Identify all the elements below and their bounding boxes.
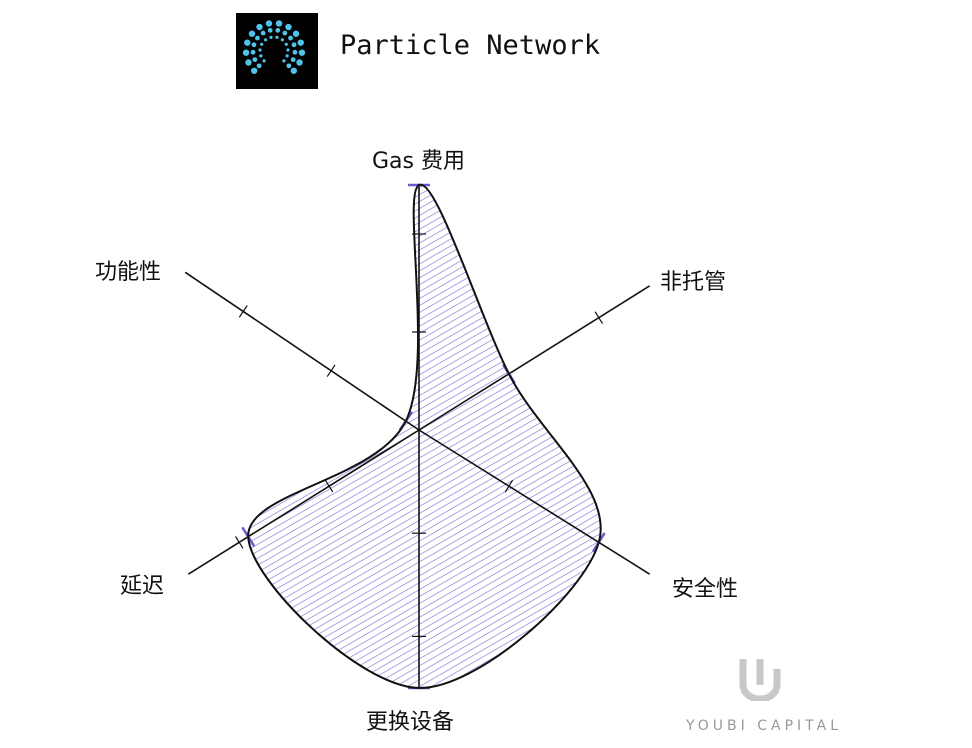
radar-area-hatch xyxy=(248,184,601,689)
axis-line-5 xyxy=(184,271,420,431)
youbi-logo-icon xyxy=(739,659,781,701)
axis-line-4 xyxy=(187,429,420,575)
axis-tick xyxy=(326,364,336,377)
axis-line-1 xyxy=(418,285,651,431)
axis-tick xyxy=(594,311,604,324)
brand-title: Particle Network xyxy=(340,30,601,61)
axis-tick xyxy=(238,305,248,318)
watermark-text: YOUBI CAPITAL xyxy=(686,718,843,734)
axis-label-0: Gas 费用 xyxy=(372,149,465,174)
axis-line-2 xyxy=(418,429,651,575)
axis-label-2: 安全性 xyxy=(672,577,739,602)
particle-network-logo xyxy=(236,13,318,89)
particle-logo-icon xyxy=(242,20,306,74)
axis-tick xyxy=(324,479,334,493)
axis-tick xyxy=(504,479,514,493)
axis-label-3: 更换设备 xyxy=(366,710,455,735)
axis-label-5: 功能性 xyxy=(95,260,162,285)
axis-tick xyxy=(234,536,244,549)
radar-area-outline xyxy=(247,183,602,690)
axis-label-1: 非托管 xyxy=(660,270,727,295)
axis-label-4: 延迟 xyxy=(120,574,165,599)
